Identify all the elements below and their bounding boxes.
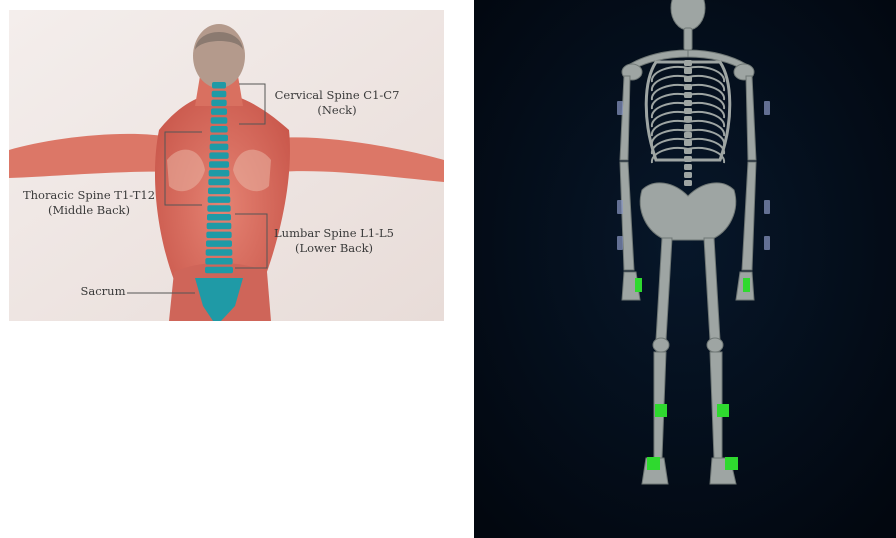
sensor-right-foot [725, 457, 738, 470]
sensor-left-foot [647, 457, 660, 470]
spine-anatomy-image: Cervical Spine C1-C7 (Neck) Thoracic Spi… [9, 10, 444, 321]
skeleton-vertebra [684, 116, 692, 122]
vertebra [212, 91, 227, 98]
skeleton-vertebra [684, 132, 692, 138]
vertebra [206, 232, 231, 239]
skeleton-vertebra [684, 156, 692, 162]
vertebra [207, 205, 230, 212]
vertebra [210, 126, 227, 133]
vertebra [208, 196, 231, 203]
skeleton-viewer[interactable] [474, 0, 896, 538]
sensor-right-wrist [743, 278, 750, 292]
skeleton-vertebra [684, 172, 692, 178]
skeleton-vertebra [684, 100, 692, 106]
vertebra [209, 152, 228, 159]
skeleton-vertebra [684, 108, 692, 114]
skeleton-vertebra [684, 76, 692, 82]
vertebra [211, 100, 226, 107]
skeleton-vertebra [684, 180, 692, 186]
skeleton-vertebra [684, 148, 692, 154]
vertebra [211, 108, 227, 115]
skeleton-figure [474, 0, 896, 538]
skeleton-vertebra [684, 68, 692, 74]
vertebra [208, 188, 230, 195]
skeleton-vertebra [684, 92, 692, 98]
sacrum-label: Sacrum [75, 284, 131, 299]
skeleton-vertebra [684, 140, 692, 146]
skeleton-vertebra [684, 60, 692, 66]
vertebra [209, 161, 229, 168]
vertebra [211, 117, 228, 124]
back-muscles-illustration [9, 10, 444, 321]
sensor-left-shin [655, 404, 667, 417]
lumbar-spine-label: Lumbar Spine L1-L5 (Lower Back) [271, 226, 397, 256]
vertebra [212, 82, 226, 89]
skeleton-vertebra [684, 84, 692, 90]
vertebra [205, 258, 232, 265]
sensor-right-shin [717, 404, 729, 417]
vertebra [208, 179, 229, 186]
vertebra [206, 249, 233, 256]
vertebra [207, 223, 232, 230]
vertebra [207, 214, 231, 221]
vertebra [206, 240, 232, 247]
vertebra [210, 144, 229, 151]
sensor-left-wrist [635, 278, 642, 292]
vertebra [205, 267, 233, 274]
skeleton-vertebra [684, 124, 692, 130]
cervical-spine-label: Cervical Spine C1-C7 (Neck) [267, 88, 407, 118]
vertebra [209, 170, 230, 177]
vertebra [210, 135, 228, 142]
thoracic-spine-label: Thoracic Spine T1-T12 (Middle Back) [17, 188, 161, 218]
skeleton-vertebra [684, 164, 692, 170]
